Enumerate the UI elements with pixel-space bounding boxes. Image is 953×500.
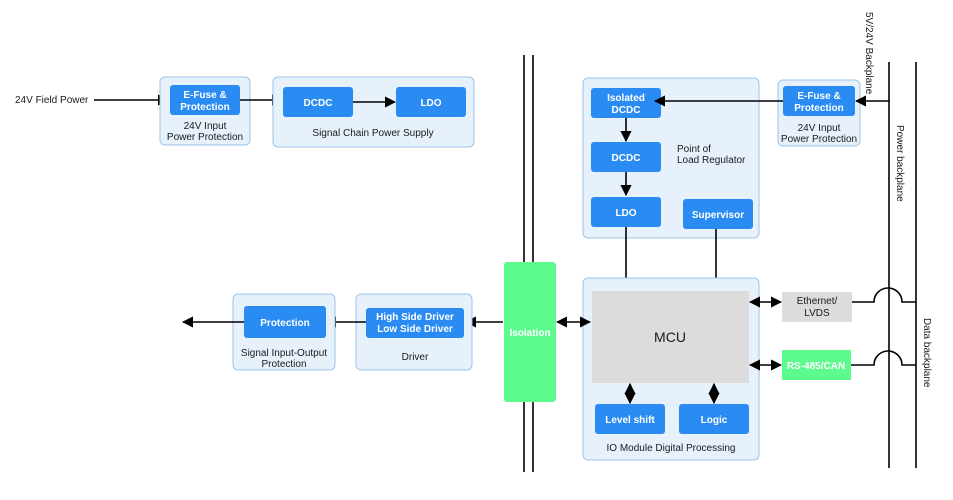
efuse-left-label-2: Protection xyxy=(180,102,229,113)
logic-label: Logic xyxy=(701,415,728,426)
isolation-block xyxy=(504,262,556,402)
pol-ldo-label: LDO xyxy=(615,208,636,219)
pol-ldo-block xyxy=(591,197,661,227)
logic-block xyxy=(679,404,749,434)
rs485-label: RS-485/CAN xyxy=(787,361,845,372)
level-shift-label: Level shift xyxy=(605,415,655,426)
mcu-block xyxy=(592,291,749,383)
mcu-label: MCU xyxy=(654,329,686,345)
ethernet-label-2: LVDS xyxy=(804,308,830,319)
efuse-left-caption-2: Power Protection xyxy=(167,132,243,143)
driver-label-2: Low Side Driver xyxy=(377,324,453,335)
isolated-dcdc-block xyxy=(591,88,661,118)
data-backplane-label: Data backplane xyxy=(921,318,932,388)
protection-block xyxy=(244,306,326,338)
ethernet-block xyxy=(782,292,852,322)
isolated-dcdc-label-2: DCDC xyxy=(612,105,641,116)
supervisor-block xyxy=(683,199,753,229)
driver-block xyxy=(366,308,464,338)
ethernet-backplane-connection xyxy=(852,287,916,303)
efuse-left-block xyxy=(170,85,240,115)
efuse-left-label-1: E-Fuse & xyxy=(183,90,226,101)
protection-label: Protection xyxy=(260,318,309,329)
signal-chain-dcdc-label: DCDC xyxy=(304,98,333,109)
isolation-label: Isolation xyxy=(509,328,550,339)
pol-caption-1: Point of xyxy=(677,144,711,155)
efuse-right-block xyxy=(783,86,855,116)
io-module-caption: IO Module Digital Processing xyxy=(607,443,736,454)
level-shift-block xyxy=(595,404,665,434)
protection-caption-1: Signal Input-Output xyxy=(241,348,327,359)
rs485-block xyxy=(782,350,851,380)
rs485-backplane-connection xyxy=(851,350,916,366)
protection-caption-2: Protection xyxy=(261,359,306,370)
backplane-5v24v-label: 5V/24V Backplane xyxy=(863,12,874,95)
isolated-dcdc-label-1: Isolated xyxy=(607,93,645,104)
signal-chain-dcdc-block xyxy=(283,87,353,117)
pol-caption-2: Load Regulator xyxy=(677,155,746,166)
pol-dcdc-label: DCDC xyxy=(612,153,641,164)
field-power-label: 24V Field Power xyxy=(15,95,89,106)
signal-chain-caption: Signal Chain Power Supply xyxy=(312,128,433,139)
efuse-right-label-1: E-Fuse & xyxy=(797,91,840,102)
pol-dcdc-block xyxy=(591,142,661,172)
ethernet-label-1: Ethernet/ xyxy=(797,296,838,307)
efuse-right-label-2: Protection xyxy=(794,103,843,114)
supervisor-label: Supervisor xyxy=(692,210,744,221)
driver-label-1: High Side Driver xyxy=(376,312,454,323)
signal-chain-ldo-label: LDO xyxy=(420,98,441,109)
efuse-right-caption-1: 24V Input xyxy=(798,123,841,134)
efuse-left-caption-1: 24V Input xyxy=(184,121,227,132)
efuse-right-caption-2: Power Protection xyxy=(781,134,857,145)
signal-chain-ldo-block xyxy=(396,87,466,117)
power-backplane-label: Power backplane xyxy=(894,125,905,202)
driver-caption: Driver xyxy=(402,352,429,363)
